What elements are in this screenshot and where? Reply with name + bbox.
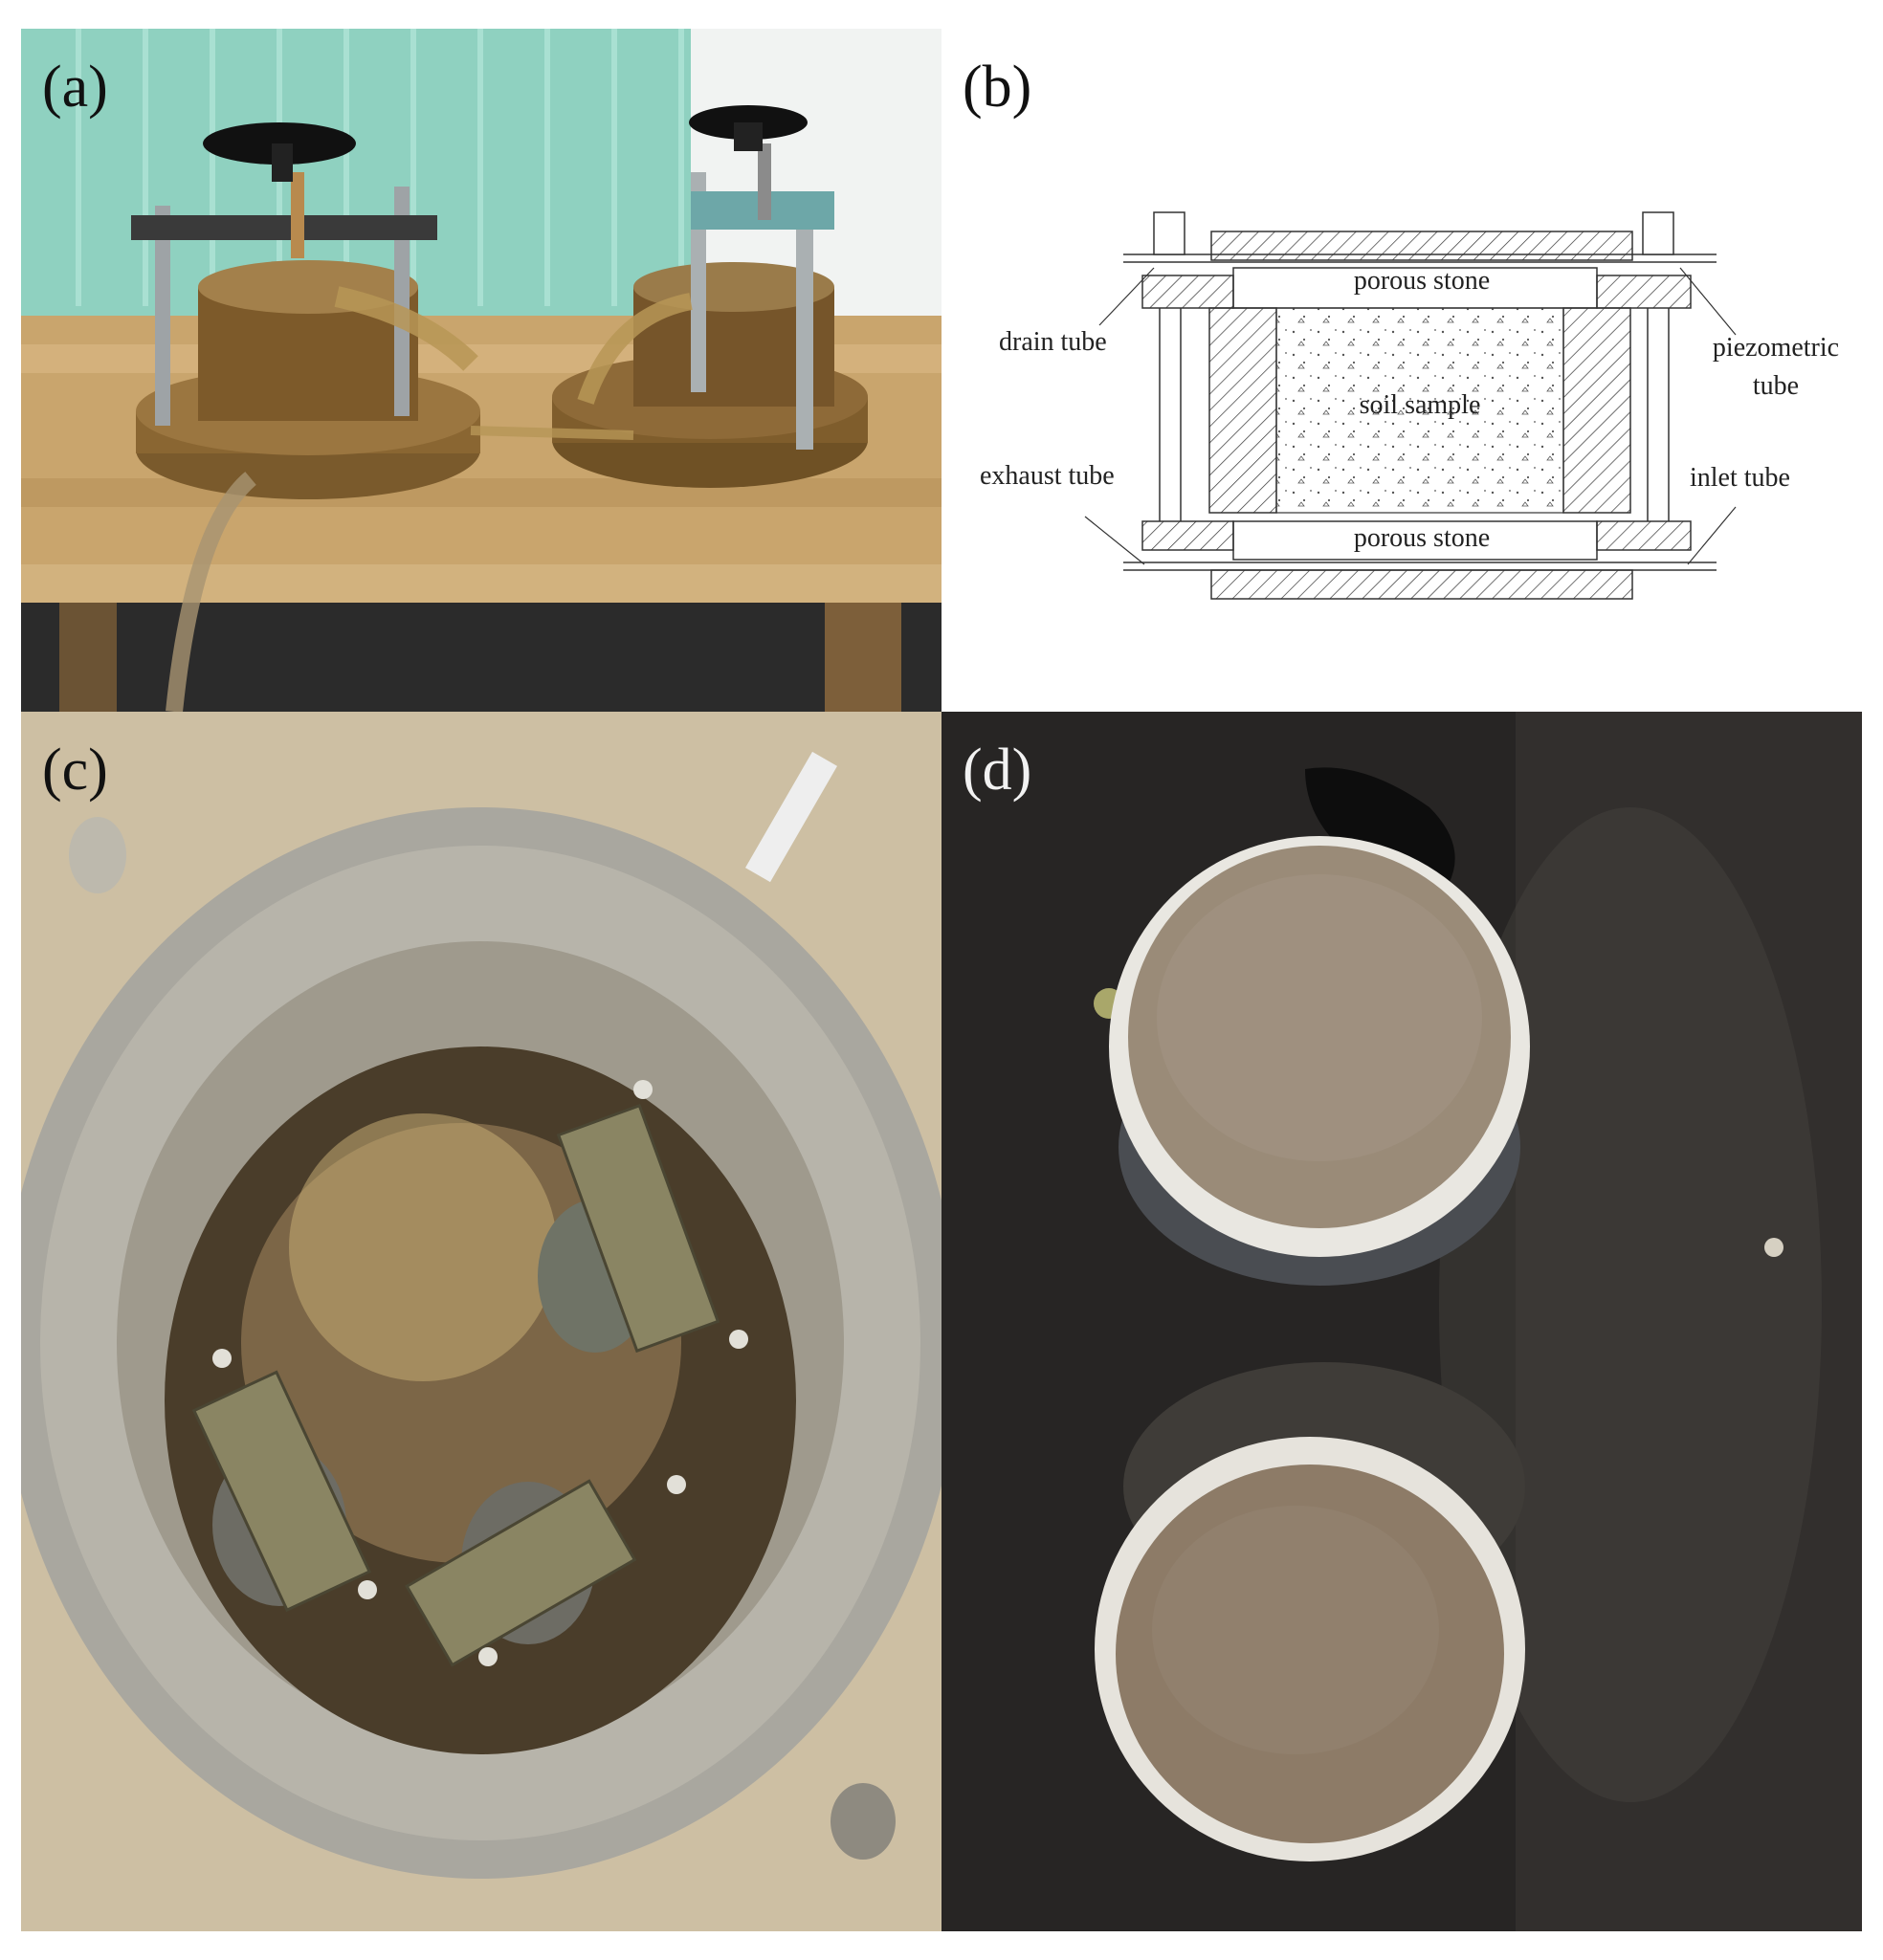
panel-d-photo: (d) [942, 712, 1862, 1931]
panel-b-label: (b) [963, 55, 1032, 120]
exhaust-tube-label: exhaust tube [980, 461, 1115, 491]
panel-a-label: (a) [42, 55, 108, 120]
top-porous-stone-label: porous stone [1353, 266, 1491, 296]
permeameter-schematic [1084, 211, 1737, 600]
panel-c-photo: (c) [21, 712, 942, 1931]
piezometric-tube-label-line1: piezometric [1712, 333, 1840, 363]
panel-d-label: (d) [963, 738, 1032, 803]
panel-b-diagram: (b) porous stone porous stone soil sampl… [942, 29, 1862, 712]
inlet-tube-label: inlet tube [1690, 463, 1790, 493]
panel-a-photo: (a) [21, 29, 942, 712]
piezometric-tube-label-line2: tube [1752, 371, 1800, 401]
drain-tube-label: drain tube [999, 327, 1107, 357]
panel-c-label: (c) [42, 738, 108, 803]
saturation-container-photo [21, 712, 942, 1931]
bottom-porous-stone-label: porous stone [1353, 523, 1491, 553]
permeameter-apparatus-photo [21, 29, 942, 712]
soil-sample-label: soil sample [1359, 390, 1481, 420]
soil-samples-photo [942, 712, 1862, 1931]
